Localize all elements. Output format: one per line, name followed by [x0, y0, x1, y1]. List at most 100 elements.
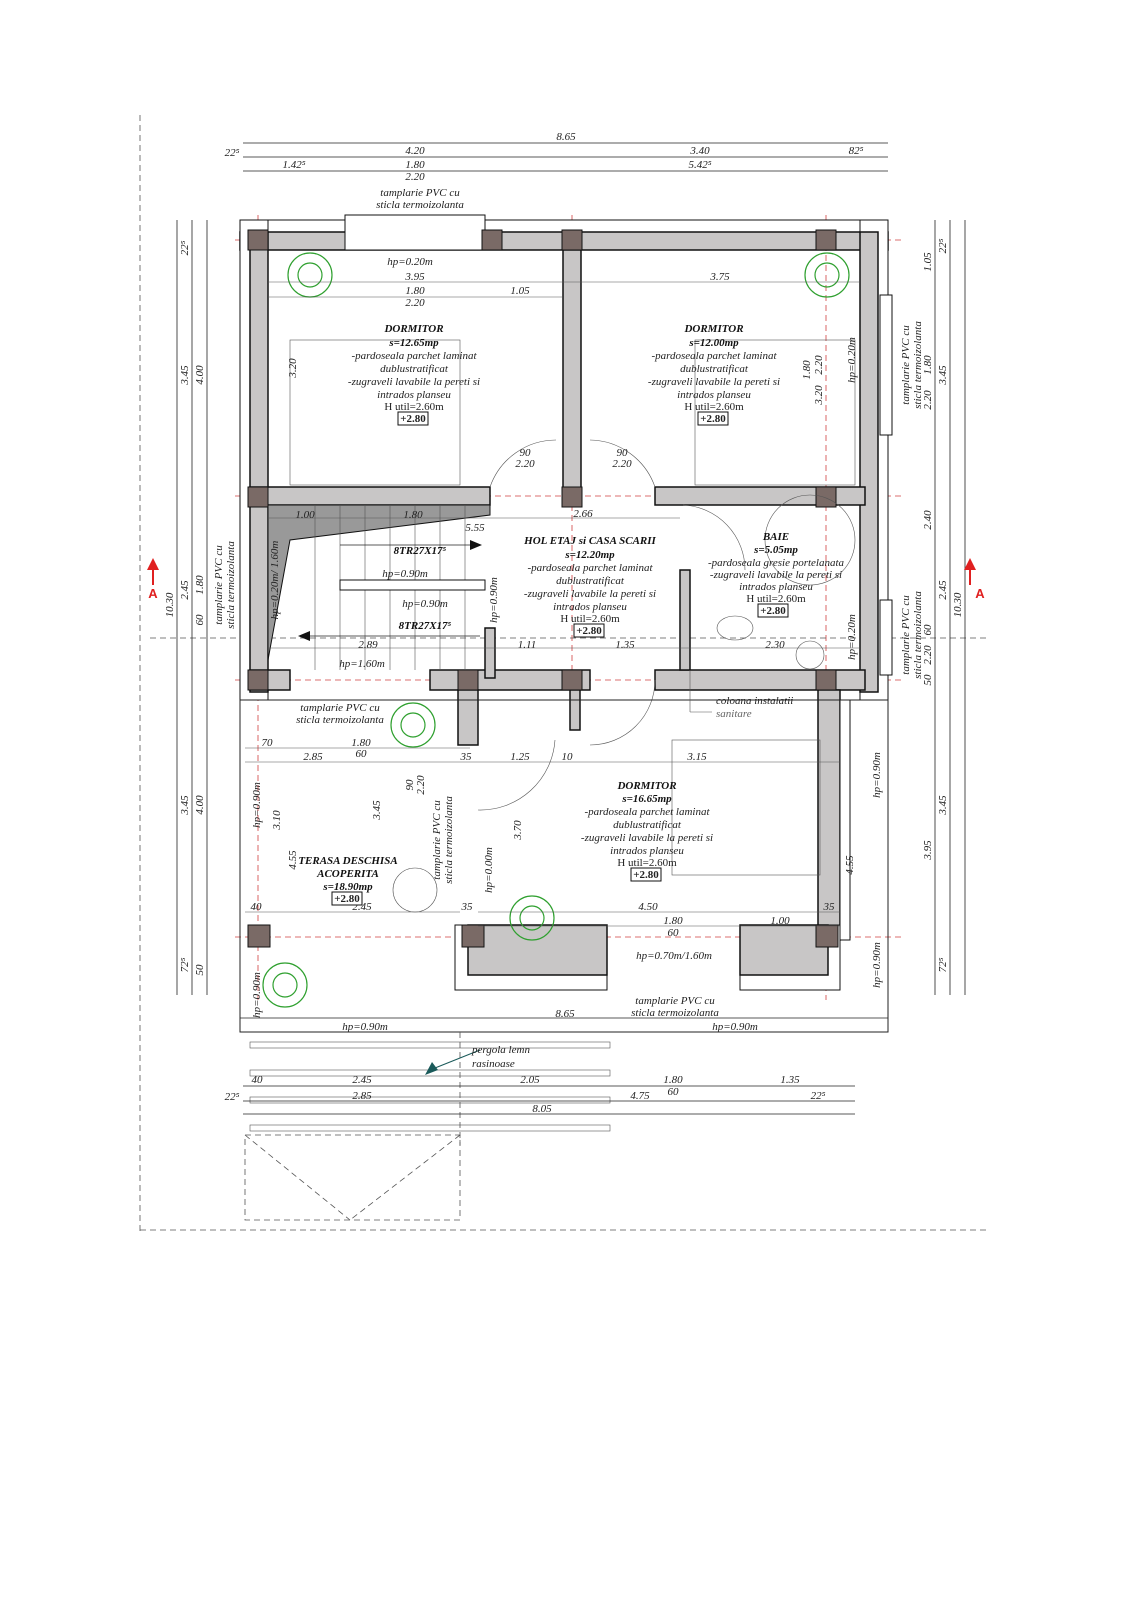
dim-label: 3.20 — [813, 385, 825, 406]
top-dimensions: 8.65 22⁵ 4.20 3.40 82⁵ 1.42⁵ 1.80 5.42⁵ … — [225, 131, 888, 183]
dim-label: 1.80 — [405, 159, 425, 171]
level-mark: +2.80 — [334, 893, 360, 905]
sill-height: hp=0.20m — [846, 614, 858, 660]
dim-label: 2.05 — [520, 1074, 540, 1086]
pergola-note: pergola lemn — [471, 1044, 530, 1056]
room-spec: -zugraveli lavabile la pereti si — [524, 588, 656, 600]
pergola — [244, 1032, 611, 1221]
room-height: H util=2.60m — [684, 401, 744, 413]
room-area: s=16.65mp — [621, 793, 672, 805]
dim-label: 35 — [460, 751, 473, 763]
room-hol: HOL ETAJ si CASA SCARII s=12.20mp -pardo… — [523, 535, 657, 638]
room-spec: intrados planseu — [553, 601, 627, 613]
dim-label: 2.20 — [515, 458, 535, 470]
room-dormitor-3: DORMITOR s=16.65mp -pardoseala parchet l… — [581, 780, 713, 882]
dim-label: 1.05 — [922, 252, 934, 272]
dim-label: 3.20 — [287, 358, 299, 379]
sill-height: hp=0.20m — [387, 256, 433, 268]
room-height: H util=2.60m — [384, 401, 444, 413]
section-marker-right: A — [964, 558, 985, 601]
pergola-note: rasinoase — [472, 1058, 515, 1070]
window-note: sticla termoizolanta — [443, 796, 455, 884]
dim-label: 2.20 — [922, 390, 934, 410]
terrace-outline — [239, 699, 889, 1033]
dim-label: 2.20 — [405, 297, 425, 309]
section-marker-left: A — [147, 558, 159, 601]
window-note: tamplarie PVC cu — [431, 800, 443, 880]
dim-label: 1.42⁵ — [282, 159, 305, 171]
dim-label: 4.55 — [844, 855, 856, 875]
dim-label: 3.70 — [512, 820, 524, 841]
dim-label: 4.20 — [405, 145, 425, 157]
dim-label: 22⁵ — [225, 147, 240, 159]
room-name: BAIE — [762, 531, 789, 543]
window-note: sticla termoizolanta — [225, 541, 237, 629]
dim-label: 4.00 — [194, 795, 206, 815]
room-spec: -pardoseala parchet laminat — [527, 562, 653, 574]
room-spec: -pardoseala parchet laminat — [651, 350, 777, 362]
dim-label: 22⁵ — [225, 1091, 240, 1103]
room-spec: intrados planseu — [377, 389, 451, 401]
window-note: tamplarie PVC cu — [635, 995, 715, 1007]
annotations: hp=0.20m 8TR27X17⁵ 8TR27X17⁵ hp=0.90m hp… — [213, 256, 924, 1070]
dim-label: 50 — [194, 964, 206, 976]
dim-label: 3.95 — [404, 271, 425, 283]
room-name: DORMITOR — [683, 323, 743, 335]
room-spec: -pardoseala parchet laminat — [584, 806, 710, 818]
dim-label: 1.80 — [405, 285, 425, 297]
dim-label: 1.35 — [780, 1074, 800, 1086]
dim-label: 2.20 — [813, 355, 825, 375]
sill-height: hp=0.00m — [483, 847, 495, 893]
column-note: sanitare — [716, 708, 752, 720]
dim-label: 2.85 — [352, 1090, 372, 1102]
left-dimensions: 22⁵ 3.45 2.45 3.45 72⁵ 4.00 1.80 60 4.00… — [164, 220, 208, 995]
dim-label: 3.40 — [689, 145, 710, 157]
sill-height: hp=0.90m — [251, 972, 263, 1018]
plant-icon — [509, 895, 555, 941]
dim-label: 40 — [252, 1074, 264, 1086]
room-spec: -pardoseala gresie portelanata — [708, 557, 845, 569]
room-height: H util=2.60m — [617, 857, 677, 869]
room-dormitor-1: DORMITOR s=12.65mp -pardoseala parchet l… — [348, 323, 480, 426]
columns — [247, 229, 839, 948]
dim-label: 1.80 — [663, 915, 683, 927]
dim-label: 2.20 — [612, 458, 632, 470]
section-label: A — [975, 586, 985, 601]
dim-label: 60 — [668, 1086, 680, 1098]
sill-height: hp=0.90m — [871, 752, 883, 798]
dim-label: 2.89 — [358, 639, 378, 651]
room-area: s=12.65mp — [388, 337, 439, 349]
room-spec: -zugraveli lavabile la pereti si — [581, 832, 713, 844]
dim-label: 72⁵ — [937, 957, 949, 972]
window-note: tamplarie PVC cu — [900, 325, 912, 405]
window-note: tamplarie PVC cu — [300, 702, 380, 714]
dim-label: 1.11 — [518, 639, 536, 651]
dim-label: 2.20 — [415, 775, 427, 795]
interior-dimensions: 3.95 3.75 1.80 1.05 2.20 3.20 3.20 1.80 … — [245, 271, 860, 939]
dim-label: 10 — [562, 751, 574, 763]
sill-height: hp=0.90m — [712, 1021, 758, 1033]
sill-height: hp=0.20m — [846, 337, 858, 383]
level-mark: +2.80 — [700, 413, 726, 425]
dim-label: 1.00 — [770, 915, 790, 927]
dim-label: 4.75 — [630, 1090, 650, 1102]
dim-label: 60 — [668, 927, 680, 939]
dim-label: 8.05 — [532, 1103, 552, 1115]
dim-label: 2.45 — [352, 1074, 372, 1086]
furniture — [289, 339, 856, 913]
dim-label: 1.80 — [663, 1074, 683, 1086]
room-name: TERASA DESCHISA — [298, 855, 397, 867]
dim-label: 90 — [404, 779, 416, 791]
dim-label: 1.35 — [615, 639, 635, 651]
window-note: sticla termoizolanta — [912, 321, 924, 409]
column-note: coloana instalatii — [716, 695, 793, 707]
room-spec: dublustratificat — [380, 363, 449, 375]
room-terasa: TERASA DESCHISA ACOPERITA s=18.90mp +2.8… — [298, 855, 398, 906]
stair-label: 8TR27X17⁵ — [399, 620, 452, 632]
dim-label: 1.25 — [510, 751, 530, 763]
sill-height: hp=0.90m — [402, 598, 448, 610]
dim-label: 50 — [922, 674, 934, 686]
window-note: tamplarie PVC cu — [380, 187, 460, 199]
plants — [262, 252, 850, 1008]
